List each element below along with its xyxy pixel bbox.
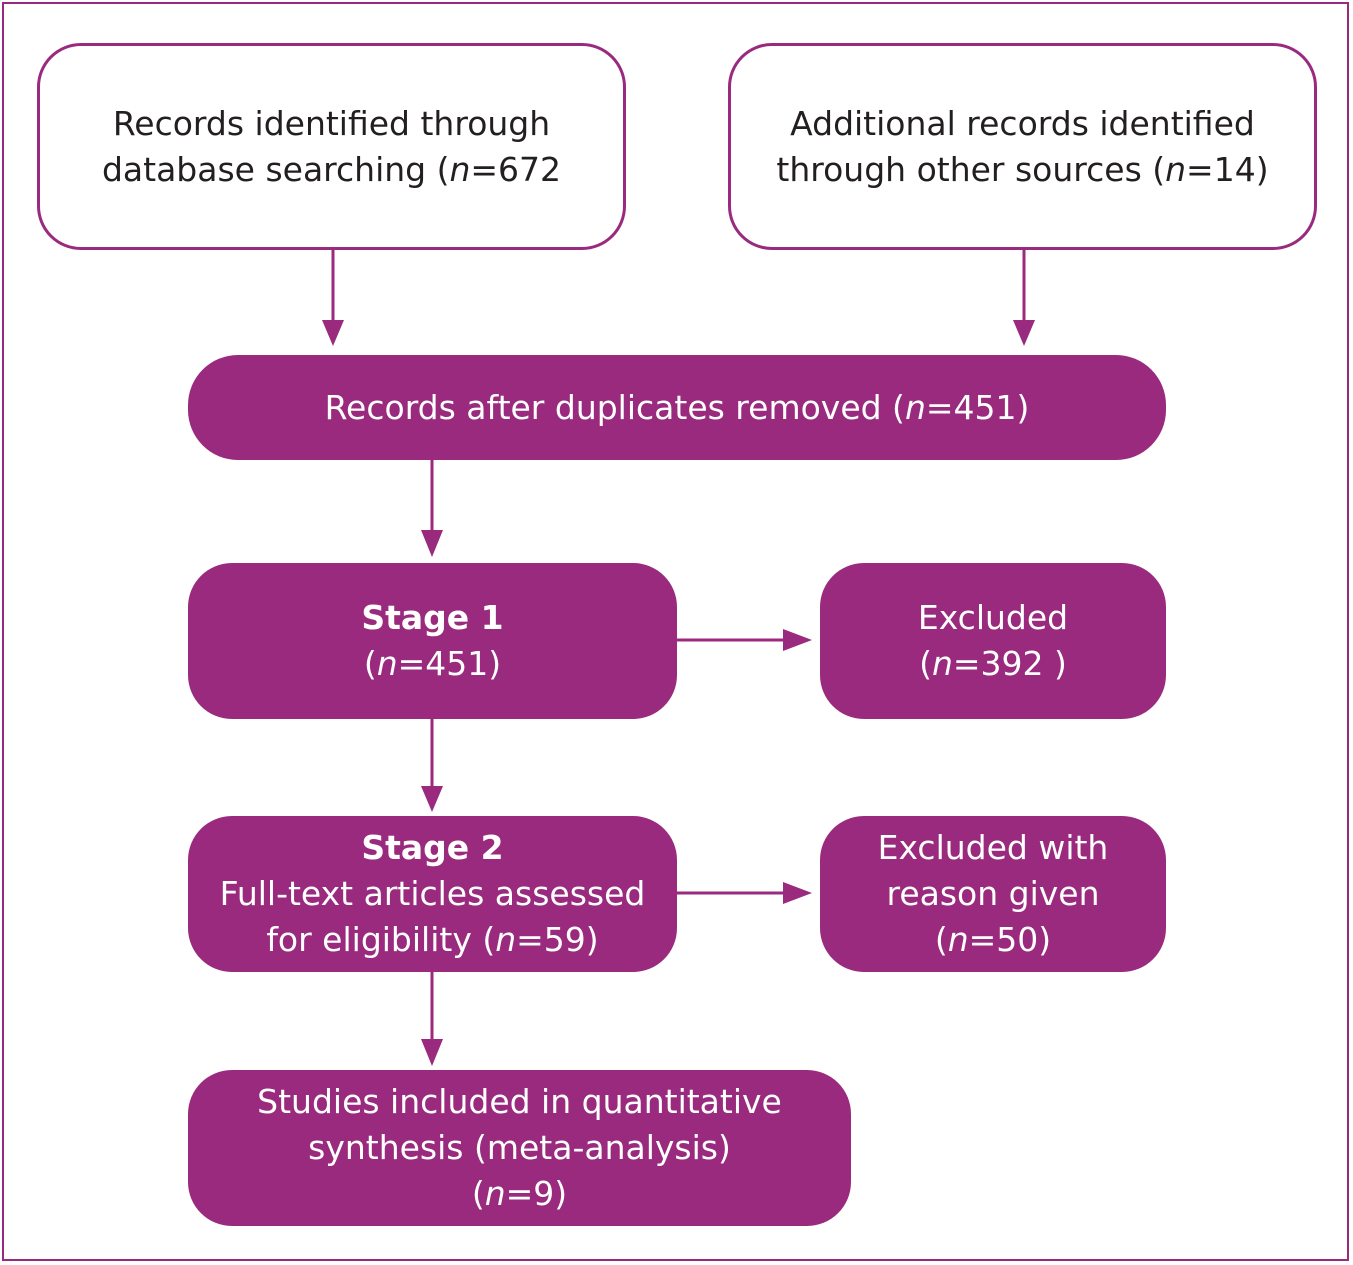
db-search-line1: Records identified through bbox=[112, 103, 551, 143]
after-duplicates-text: Records after duplicates removed (n=451) bbox=[324, 387, 1030, 427]
arrow-stage1-to-excluded bbox=[677, 629, 812, 651]
excluded-stage1-box: Excluded (n=392 ) bbox=[820, 563, 1166, 719]
stage2-box: Stage 2 Full-text articles assessed for … bbox=[188, 816, 677, 972]
stage1-count: (n=451) bbox=[363, 644, 502, 683]
other-sources-line2: through other sources (n=14) bbox=[776, 149, 1269, 189]
excluded-stage1-count: (n=392 ) bbox=[919, 644, 1067, 683]
arrow-db-to-duplicates bbox=[322, 250, 344, 346]
arrow-stage1-to-stage2 bbox=[421, 719, 443, 812]
arrow-duplicates-to-stage1 bbox=[421, 460, 443, 557]
stage2-title: Stage 2 bbox=[361, 828, 504, 867]
included-studies-box: Studies included in quantitative synthes… bbox=[188, 1070, 851, 1226]
excluded-stage2-line1: Excluded with bbox=[877, 828, 1109, 867]
other-sources-box: Additional records identified through ot… bbox=[728, 43, 1317, 250]
included-count: (n=9) bbox=[471, 1174, 568, 1213]
after-duplicates-box: Records after duplicates removed (n=451) bbox=[188, 355, 1166, 460]
excluded-stage2-line2: reason given bbox=[886, 874, 1100, 913]
arrow-other-to-duplicates bbox=[1013, 250, 1035, 346]
stage2-line2: for eligibility (n=59) bbox=[266, 920, 599, 959]
db-search-box: Records identified through database sear… bbox=[37, 43, 626, 250]
included-line2: synthesis (meta-analysis) bbox=[308, 1128, 731, 1167]
arrow-stage2-to-excluded bbox=[677, 882, 812, 904]
excluded-stage2-count: (n=50) bbox=[934, 920, 1052, 959]
arrow-stage2-to-included bbox=[421, 972, 443, 1066]
db-search-line2: database searching (n=672 bbox=[101, 149, 562, 189]
stage2-line1: Full-text articles assessed bbox=[219, 874, 646, 913]
excluded-stage1-title: Excluded bbox=[917, 598, 1069, 637]
excluded-stage2-box: Excluded with reason given (n=50) bbox=[820, 816, 1166, 972]
stage1-title: Stage 1 bbox=[361, 598, 504, 637]
included-line1: Studies included in quantitative bbox=[257, 1082, 782, 1121]
stage1-box: Stage 1 (n=451) bbox=[188, 563, 677, 719]
other-sources-line1: Additional records identified bbox=[790, 103, 1255, 143]
